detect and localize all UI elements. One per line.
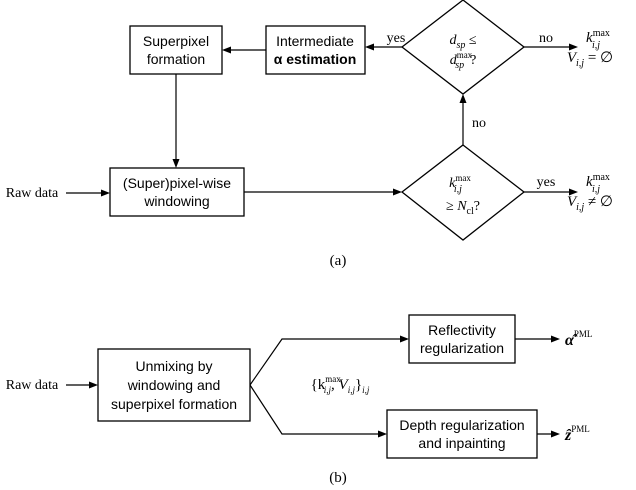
- arrowhead: [569, 188, 578, 196]
- decision-count-line2: ≥ Ncl?: [446, 199, 480, 217]
- intermediate-alpha-line2: α estimation: [274, 51, 357, 67]
- arrowhead: [89, 381, 98, 389]
- depth-line1: Depth regularization: [399, 417, 524, 433]
- raw-data-label-b: Raw data: [6, 378, 59, 393]
- edge-unmixing-to-depth: [249, 384, 381, 435]
- label-yes-bottom: yes: [537, 175, 556, 190]
- arrowhead: [459, 94, 467, 103]
- depth-box: [386, 409, 538, 459]
- reflectivity-line2: regularization: [420, 340, 504, 356]
- intermediate-alpha-box: [265, 25, 366, 75]
- edge-unmixing-to-reflectivity: [249, 338, 403, 386]
- unmixing-line3: superpixel formation: [111, 396, 237, 412]
- arrowhead: [400, 335, 409, 343]
- depth-line2: and inpainting: [418, 435, 505, 451]
- pixelwise-windowing-line2: windowing: [143, 193, 209, 209]
- outcome-empty-v: Vi,j = ∅: [567, 50, 613, 69]
- unmixing-line2: windowing and: [127, 377, 221, 393]
- reflectivity-line1: Reflectivity: [428, 322, 496, 338]
- arrowhead: [551, 430, 560, 438]
- outcome-nonempty-v: Vi,j ≠ ∅: [567, 194, 613, 213]
- arrowhead: [393, 188, 402, 196]
- arrowhead: [378, 430, 387, 438]
- decision-count-diamond: [400, 144, 526, 241]
- intermediate-alpha-line1: Intermediate: [276, 33, 354, 49]
- label-no-vertical: no: [472, 116, 486, 131]
- pixelwise-windowing-box: [109, 167, 245, 217]
- raw-data-label-a: Raw data: [6, 186, 59, 201]
- caption-a: (a): [330, 253, 347, 269]
- alpha-output: α̂PML: [565, 329, 592, 349]
- arrowhead: [365, 43, 374, 51]
- arrowhead: [569, 43, 578, 51]
- label-yes-top: yes: [387, 31, 406, 46]
- arrowhead: [101, 189, 110, 197]
- unmixing-line1: Unmixing by: [135, 358, 212, 374]
- superpixel-formation-line2: formation: [147, 51, 205, 67]
- label-no-top: no: [539, 31, 553, 46]
- decision-distance-line1: dsp ≤: [449, 33, 476, 51]
- pixelwise-windowing-line1: (Super)pixel-wise: [123, 175, 231, 191]
- caption-b: (b): [329, 470, 347, 486]
- superpixel-formation-line1: Superpixel: [143, 33, 209, 49]
- z-output: ẑPML: [564, 424, 590, 444]
- arrowhead: [172, 159, 180, 168]
- arrowhead: [551, 335, 560, 343]
- superpixel-formation-box: [129, 25, 223, 75]
- arrowhead: [222, 46, 231, 54]
